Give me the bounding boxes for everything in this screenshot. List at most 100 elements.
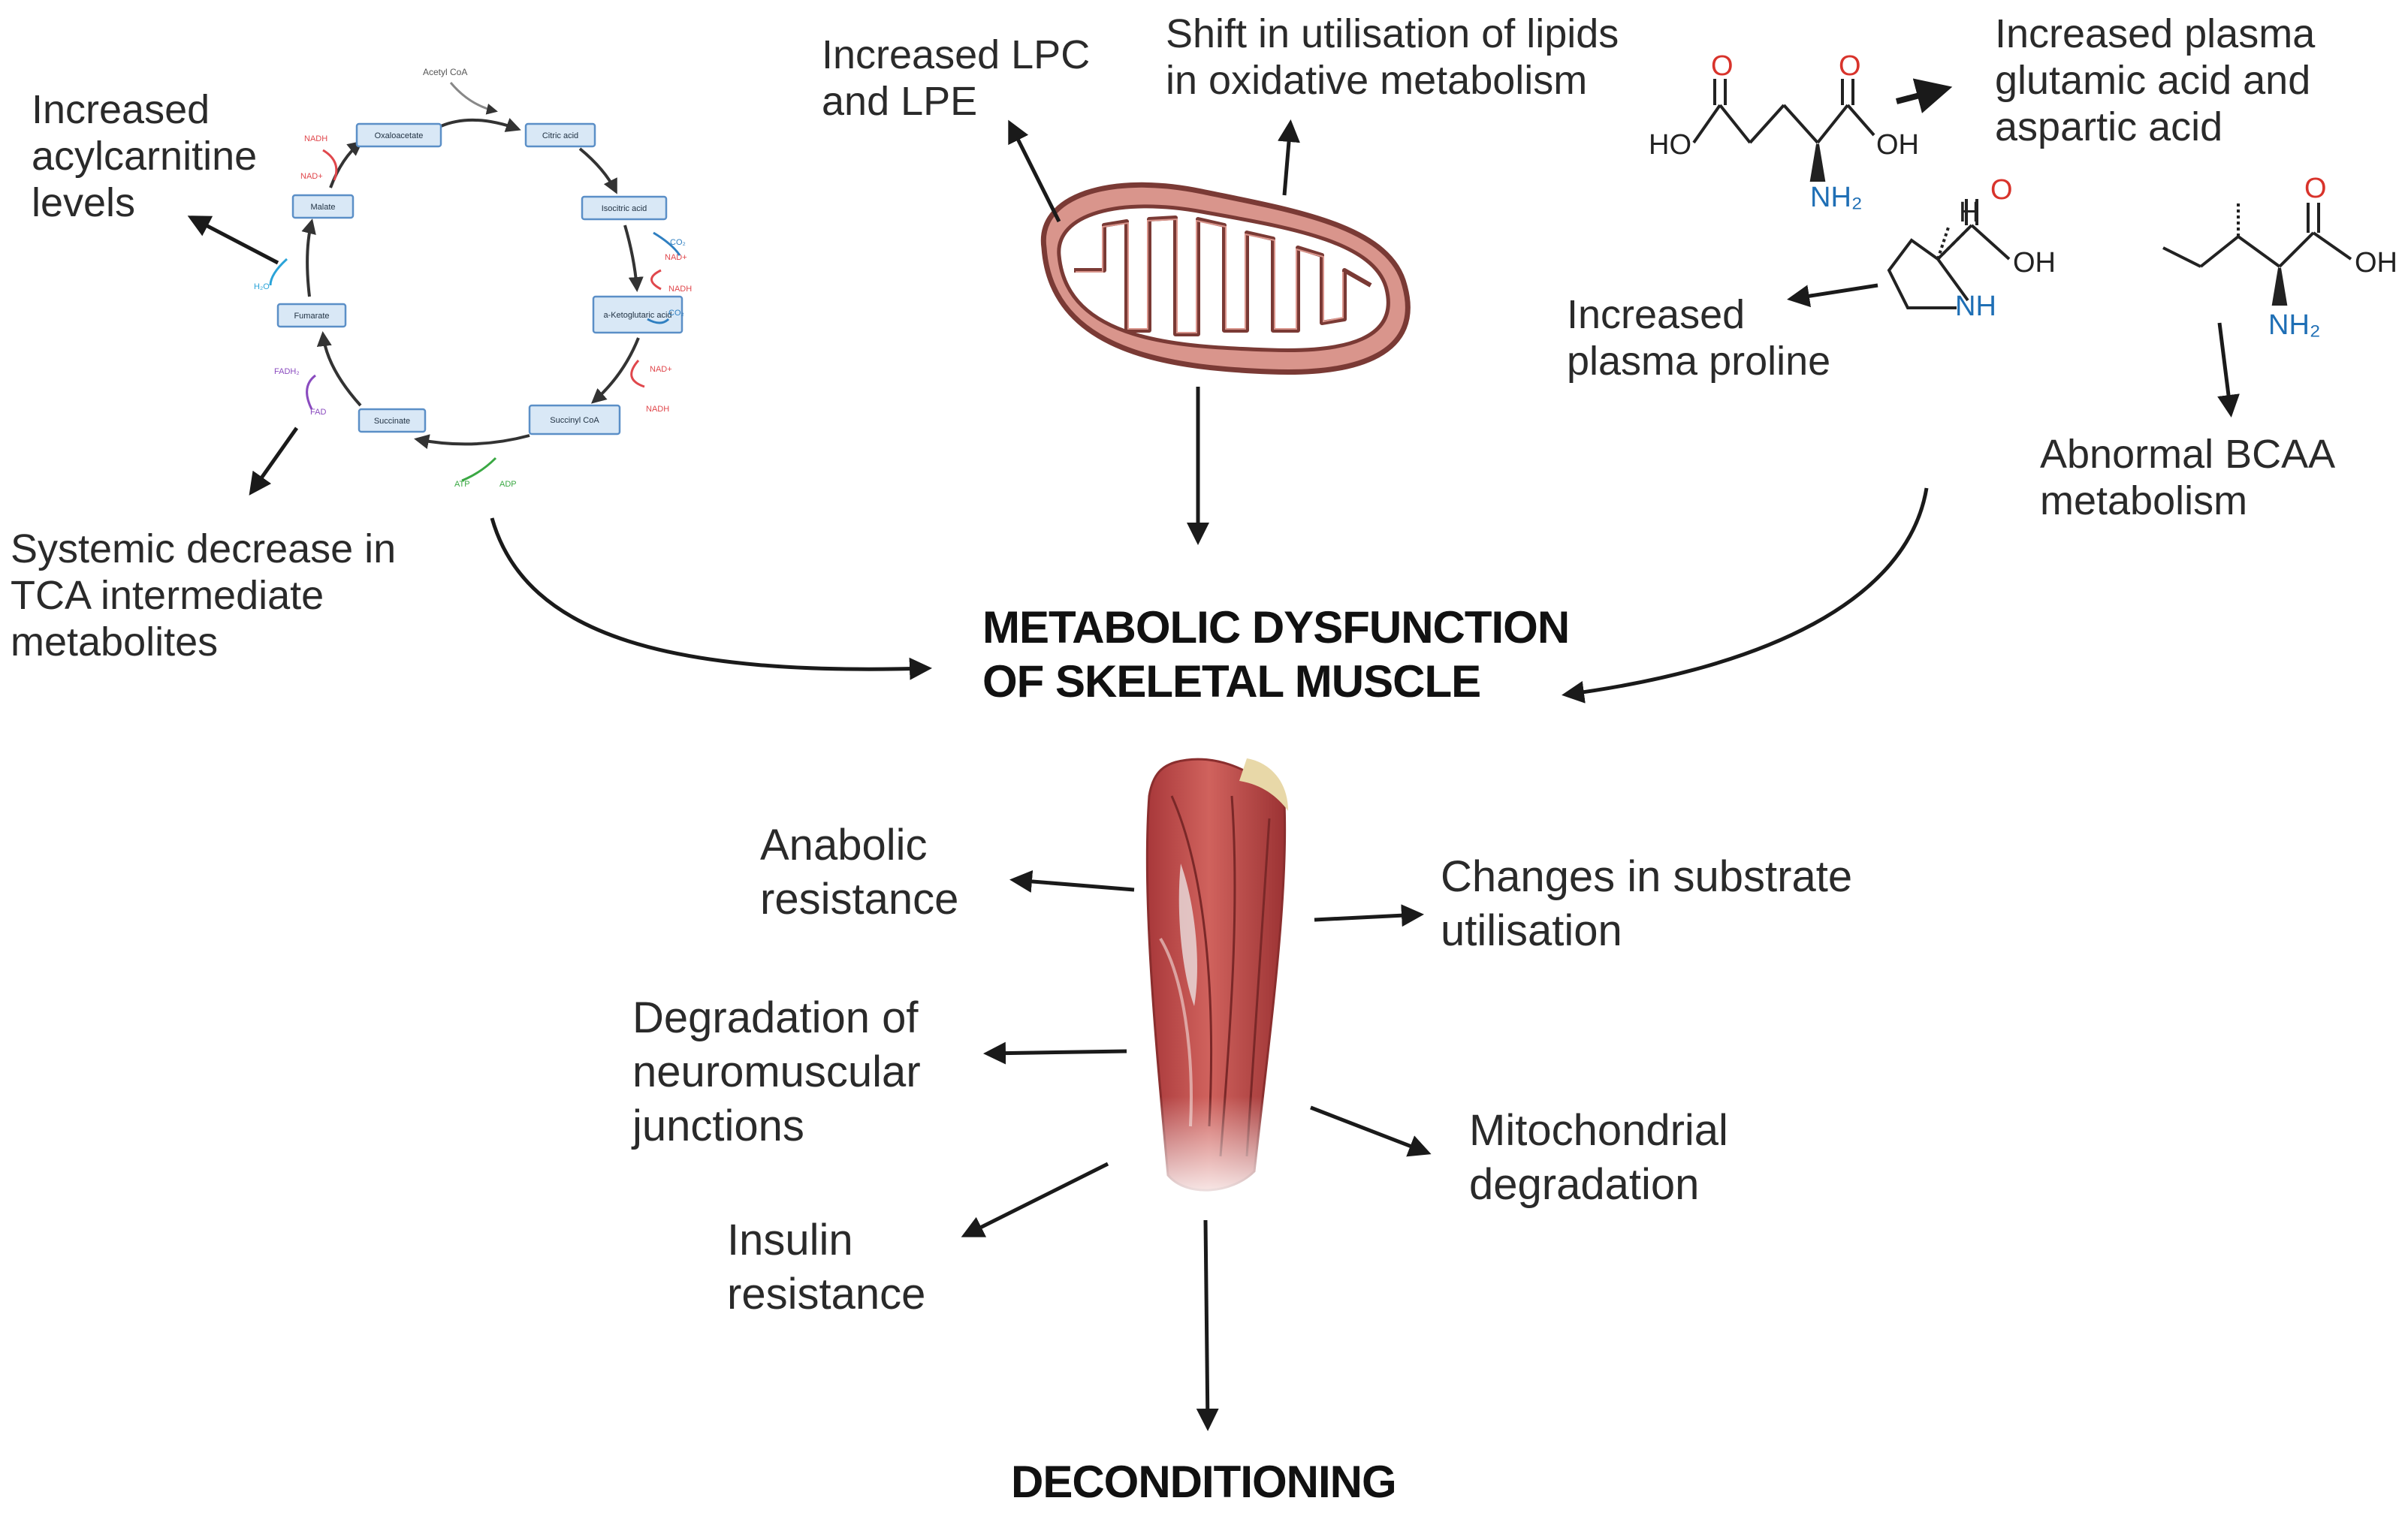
label-line: Insulin [727, 1216, 853, 1264]
label-line: Abnormal BCAA [2040, 432, 2336, 477]
cofactor-nad: NAD+ [665, 253, 687, 262]
cofactor-co2: CO₂ [670, 238, 686, 247]
atom-o: O [1839, 50, 1861, 82]
tca-box-label: Malate [310, 203, 335, 212]
label-line: Changes in substrate [1441, 852, 1853, 901]
tca-box-label: Fumarate [294, 312, 329, 321]
atom-oh: OH [2013, 247, 2056, 279]
cofactor-arrow [306, 374, 316, 410]
label-line: Increased [1567, 292, 1746, 337]
tca-box-succinate: Succinate [358, 408, 427, 433]
atom-h: H [1959, 197, 1979, 228]
tca-box-label: a-Ketoglutaric acid [603, 311, 671, 320]
cofactor-nadh: NADH [668, 285, 692, 294]
label-line: Increased LPC [822, 32, 1091, 77]
label-line: resistance [760, 875, 959, 924]
label-line: metabolites [11, 619, 219, 665]
tca-box-succinylcoa: Succinyl CoA [528, 404, 621, 436]
label-line: glutamic acid and [1995, 58, 2311, 103]
label-glutamic-aspartic: Increased plasma glutamic acid and aspar… [1995, 11, 2315, 150]
tca-box-isocitric: Isocitric acid [581, 195, 668, 221]
tca-box-label: Isocitric acid [602, 204, 647, 213]
tca-cycle: Acetyl CoA Oxaloacetate Citric acidIsocit… [254, 67, 692, 489]
label-mito-degradation: Mitochondrial degradation [1469, 1104, 1728, 1212]
label-proline: Increased plasma proline [1567, 291, 1830, 384]
glutamic-acid-structure [1692, 79, 1875, 182]
label-tca-decrease: Systemic decrease in TCA intermediate me… [11, 526, 396, 665]
label-line: and LPE [822, 79, 978, 124]
bottom-title: DECONDITIONING [1011, 1457, 1397, 1507]
atom-o: O [2304, 173, 2327, 204]
label-substrate: Changes in substrate utilisation [1441, 850, 1852, 958]
label-line: aspartic acid [1995, 104, 2223, 149]
label-line: Mitochondrial [1469, 1106, 1728, 1155]
label-anabolic: Anabolic resistance [760, 818, 958, 927]
atom-nh: NH [1955, 291, 1996, 322]
cofactor-arrow [630, 360, 645, 388]
label-line: acylcarnitine [32, 134, 258, 179]
cofactor-arrow [650, 269, 662, 291]
central-title: METABOLIC DYSFUNCTION OF SKELETAL MUSCLE [982, 601, 1570, 709]
tca-box-label: Citric acid [542, 131, 578, 140]
atom-o: O [1711, 50, 1734, 82]
cofactor-fad: FAD [310, 408, 326, 417]
atom-o: O [1990, 174, 2013, 206]
proline-atoms: H O OH NH [1955, 174, 2056, 322]
cofactor-arrow [322, 149, 338, 181]
label-line: metabolism [2040, 478, 2248, 523]
cofactor-adp: ADP [499, 480, 517, 489]
label-line: Increased [32, 87, 210, 132]
tca-box-label: Succinate [374, 417, 410, 426]
atom-oh: OH [2355, 247, 2397, 279]
title-line: METABOLIC DYSFUNCTION [982, 602, 1570, 653]
label-line: in oxidative metabolism [1166, 58, 1588, 103]
label-line: Anabolic [760, 821, 928, 870]
tca-box-label: Succinyl CoA [550, 416, 599, 425]
arrows [187, 78, 2240, 1431]
isoleucine-structure [2162, 203, 2352, 306]
label-line: plasma proline [1567, 339, 1831, 384]
label-line: utilisation [1441, 906, 1622, 955]
cofactor-nad: NAD+ [300, 172, 323, 181]
label-line: resistance [727, 1270, 926, 1319]
label-line: neuromuscular [632, 1047, 921, 1096]
label-line: Shift in utilisation of lipids [1166, 11, 1619, 56]
cofactor-arrow [461, 457, 497, 482]
tca-box-citric: Citric acid [524, 122, 596, 148]
isoleucine-atoms: O OH NH₂ [2268, 173, 2397, 341]
label-line: Increased plasma [1995, 11, 2316, 56]
label-line: TCA intermediate [11, 573, 324, 618]
cofactor-nad: NAD+ [650, 365, 672, 374]
proline-structure [1887, 199, 2011, 309]
cofactor-arrow [269, 258, 288, 286]
cofactor-arrow [647, 318, 670, 324]
label-nmj-degradation: Degradation of neuromuscular junctions [632, 991, 921, 1153]
cofactor-nadh: NADH [646, 405, 669, 414]
label-bcaa: Abnormal BCAA metabolism [2040, 431, 2335, 524]
label-acylcarnitine: Increased acylcarnitine levels [32, 86, 257, 226]
tca-box-label: Oxaloacetate [375, 131, 424, 140]
label-line: Systemic decrease in [11, 526, 397, 571]
acetyl-coa-label: Acetyl CoA [423, 67, 467, 77]
label-lipid-shift: Shift in utilisation of lipids in oxidat… [1166, 11, 1619, 104]
label-line: degradation [1469, 1160, 1700, 1209]
label-line: junctions [632, 1102, 804, 1150]
skeletal-muscle-icon [1145, 758, 1296, 1209]
atom-nh2: NH₂ [2268, 309, 2321, 341]
label-line: Degradation of [632, 993, 919, 1042]
label-lpc-lpe: Increased LPC and LPE [822, 32, 1090, 125]
atom-oh: OH [1876, 129, 1919, 161]
cofactor-fadh2: FADH₂ [274, 367, 300, 376]
label-line: levels [32, 180, 136, 225]
cofactor-h2o: H₂O [254, 282, 270, 291]
label-insulin: Insulin resistance [727, 1213, 925, 1322]
mitochondrion-icon [1040, 182, 1411, 375]
tca-box-malate: Malate [291, 194, 355, 219]
cofactor-nadh: NADH [304, 134, 327, 143]
atom-ho: HO [1649, 129, 1691, 161]
tca-box-fumarate: Fumarate [276, 303, 347, 328]
title-line: OF SKELETAL MUSCLE [982, 656, 1481, 707]
atom-nh2: NH₂ [1810, 182, 1863, 213]
cofactor-arrow [653, 231, 681, 256]
